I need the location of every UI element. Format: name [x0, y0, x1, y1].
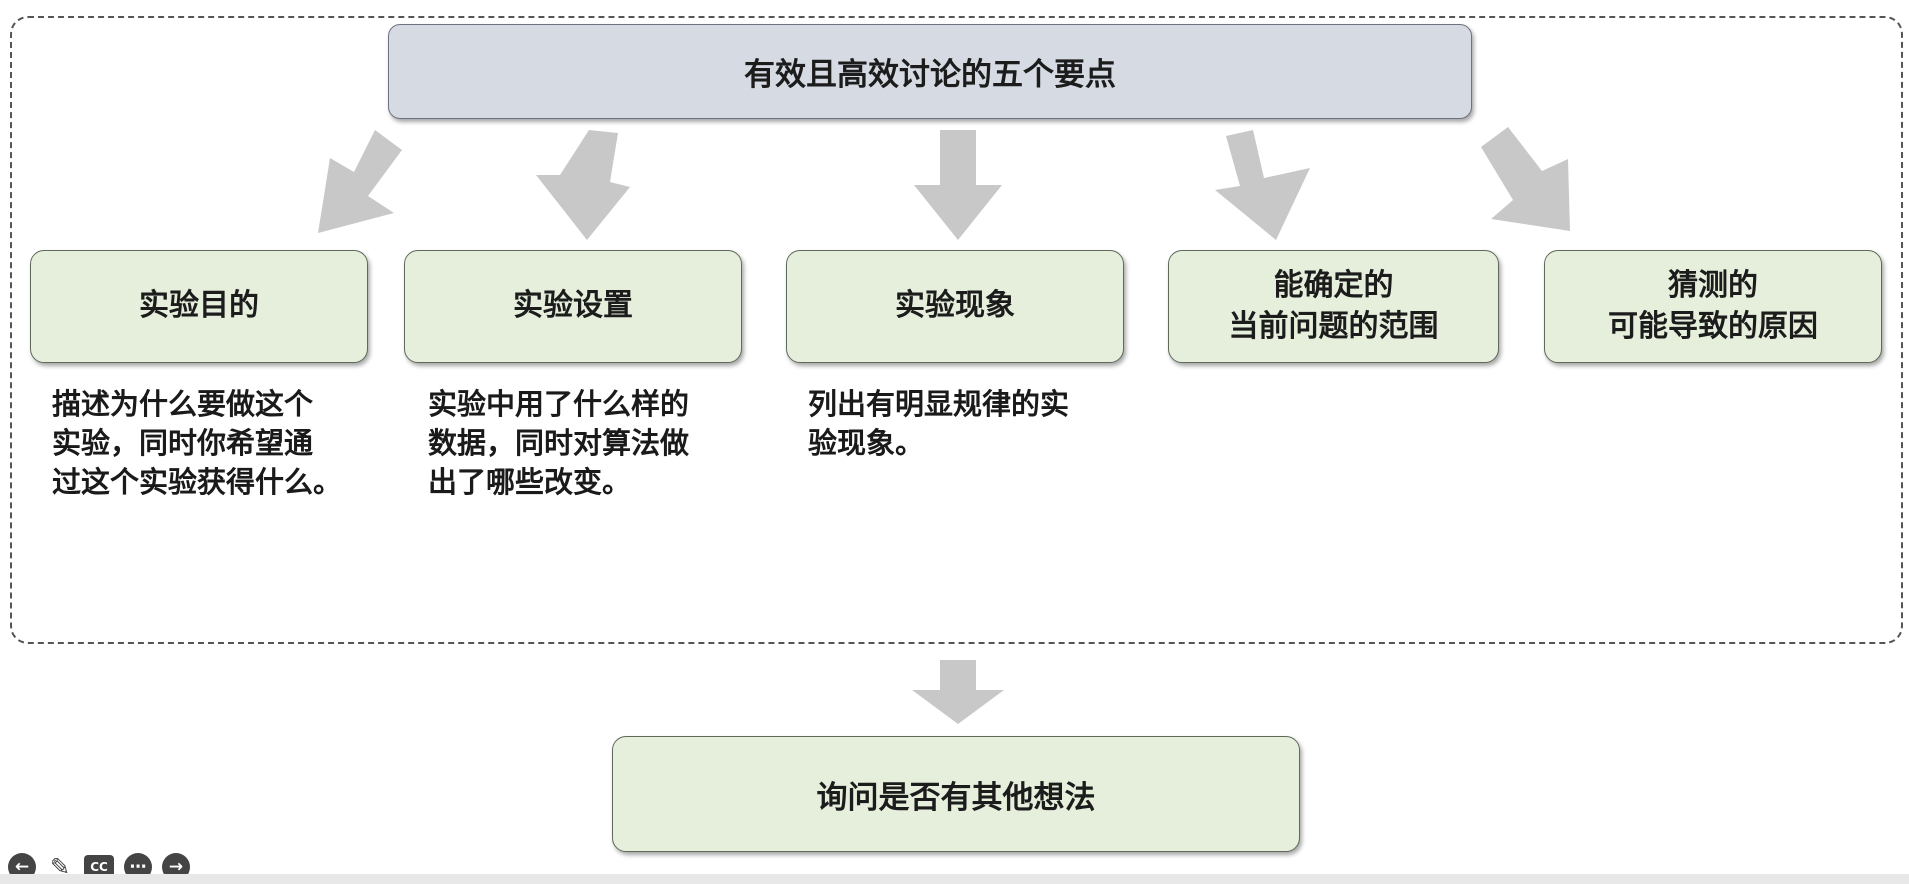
node-label: 猜测的 可能导致的原因: [1608, 268, 1818, 344]
node-experiment-purpose: 实验目的: [30, 250, 368, 363]
arrow-to-node-5: [1481, 127, 1570, 231]
node-label: 实验现象: [895, 288, 1015, 324]
ask-other-ideas-box: 询问是否有其他想法: [612, 736, 1300, 852]
node-label: 实验设置: [513, 288, 633, 324]
arrow-to-node-4: [1215, 130, 1310, 240]
node-1-description: 描述为什么要做这个 实验，同时你希望通 过这个实验获得什么。: [52, 387, 343, 499]
node-possible-causes: 猜测的 可能导致的原因: [1544, 250, 1882, 363]
arrow-to-node-2: [536, 130, 630, 240]
bottom-box-label: 询问是否有其他想法: [816, 779, 1096, 816]
arrow-to-bottom: [912, 660, 1004, 724]
diagram-title-box: 有效且高效讨论的五个要点: [388, 24, 1472, 119]
arrow-to-node-1: [318, 130, 402, 233]
diagram-title: 有效且高效讨论的五个要点: [744, 57, 1116, 93]
dashed-group-frame: [10, 16, 1903, 644]
node-experiment-setup: 实验设置: [404, 250, 742, 363]
arrow-to-node-3: [914, 130, 1002, 240]
node-experiment-phenomena: 实验现象: [786, 250, 1124, 363]
node-3-description: 列出有明显规律的实 验现象。: [808, 387, 1070, 460]
node-label: 实验目的: [139, 288, 259, 324]
node-label: 能确定的 当前问题的范围: [1228, 268, 1439, 344]
bottom-bar: [0, 874, 1909, 884]
node-problem-scope: 能确定的 当前问题的范围: [1168, 250, 1499, 363]
node-2-description: 实验中用了什么样的 数据，同时对算法做 出了哪些改变。: [428, 387, 690, 499]
